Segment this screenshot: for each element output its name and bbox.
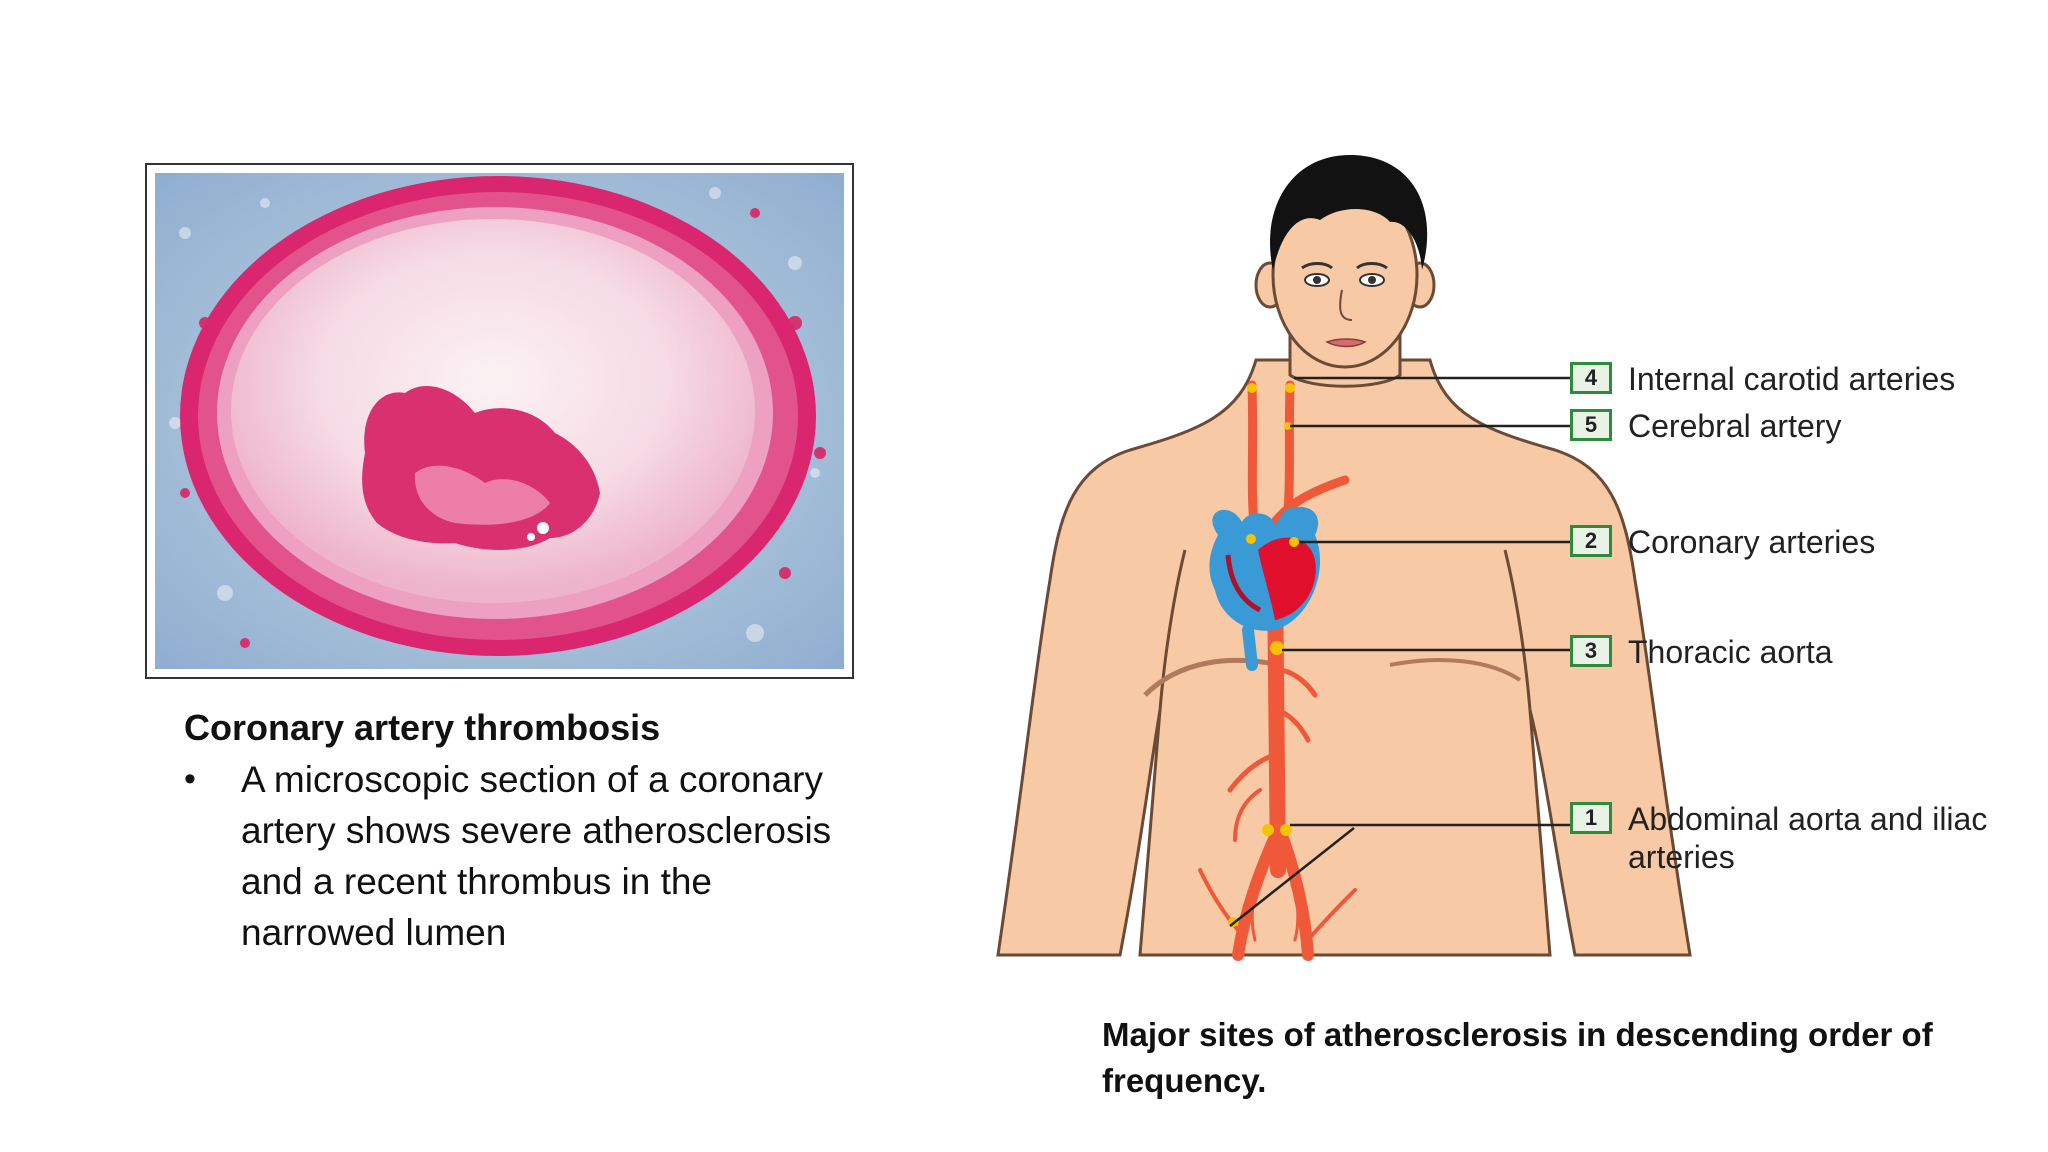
human-torso-illustration xyxy=(996,155,1692,961)
site-rank-badge: 1 xyxy=(1570,802,1612,834)
micrograph-illustration xyxy=(155,173,844,669)
atherosclerosis-sites-diagram xyxy=(990,150,2000,965)
site-label-thoracic-aorta: 3 Thoracic aorta xyxy=(1570,633,2008,673)
bullet-icon: • xyxy=(184,760,196,798)
site-label-coronary-arteries: 2 Coronary arteries xyxy=(1570,523,2008,563)
coronary-micrograph-image xyxy=(145,163,854,679)
site-rank-badge: 5 xyxy=(1570,409,1612,441)
caption-bullet-text: A microscopic section of a coronary arte… xyxy=(241,759,832,953)
diagram-caption: Major sites of atherosclerosis in descen… xyxy=(1102,1016,1933,1099)
site-name: Abdominal aorta and iliac arteries xyxy=(1628,801,1988,875)
site-label-cerebral-artery: 5 Cerebral artery xyxy=(1570,407,2008,447)
site-label-internal-carotid: 4 Internal carotid arteries xyxy=(1570,360,2008,400)
site-rank-badge: 2 xyxy=(1570,525,1612,557)
site-label-abdominal-aorta: 1 Abdominal aorta and iliac arteries xyxy=(1570,800,2008,875)
caption-heading: Coronary artery thrombosis xyxy=(184,707,661,748)
site-name: Coronary arteries xyxy=(1628,524,1876,560)
site-name: Internal carotid arteries xyxy=(1628,361,1956,397)
site-rank-badge: 3 xyxy=(1570,635,1612,667)
site-name: Thoracic aorta xyxy=(1628,634,1833,670)
site-rank-badge: 4 xyxy=(1570,362,1612,394)
micrograph-caption: Coronary artery thrombosis • A microscop… xyxy=(184,704,884,958)
site-name: Cerebral artery xyxy=(1628,408,1842,444)
caption-bullet-item: • A microscopic section of a coronary ar… xyxy=(184,754,884,958)
